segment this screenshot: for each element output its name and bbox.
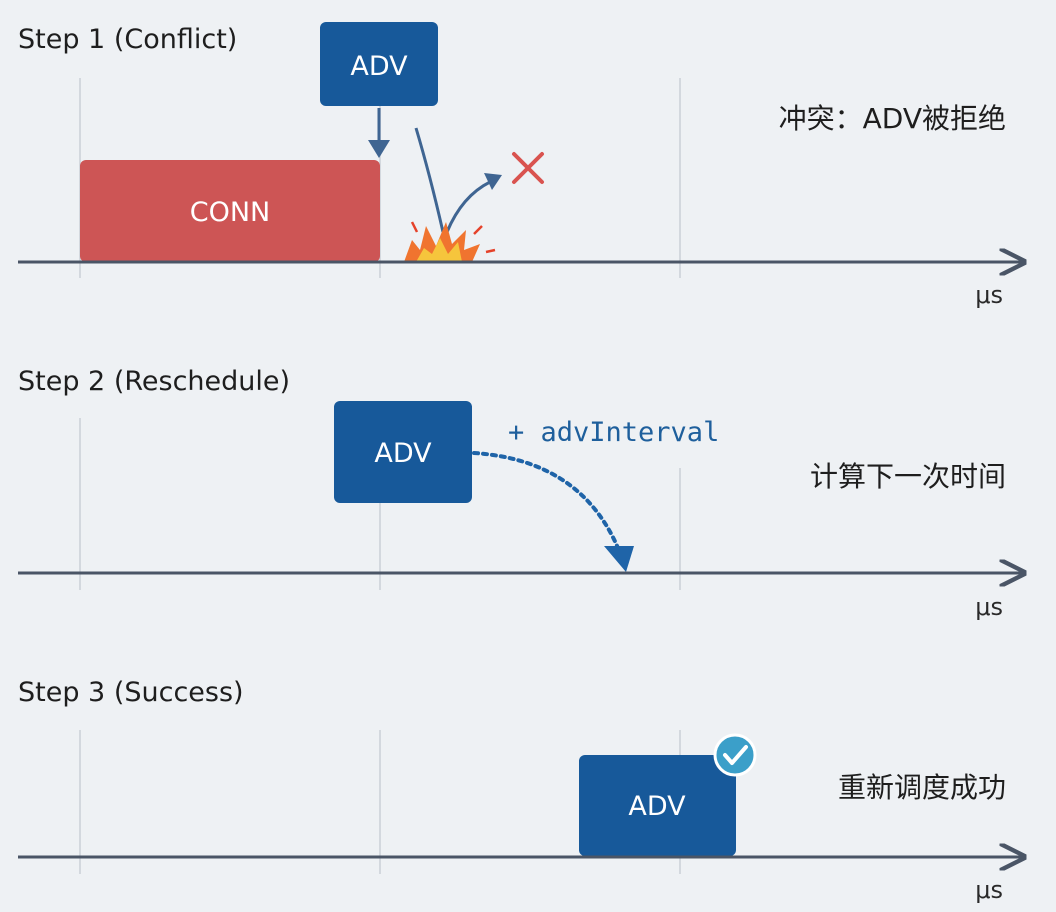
adv-label: ADV <box>350 51 408 82</box>
axis-unit: μs <box>975 876 1003 904</box>
step1-note: 冲突：ADV被拒绝 <box>779 102 1006 135</box>
adv-block <box>334 401 472 503</box>
step2-title: Step 2 (Reschedule) <box>18 366 290 397</box>
adv-label: ADV <box>628 791 686 822</box>
adv-block <box>320 22 438 106</box>
adv-block <box>579 755 736 856</box>
axis-unit: μs <box>975 281 1003 309</box>
step3-title: Step 3 (Success) <box>18 677 244 708</box>
explosion-icon <box>404 221 496 262</box>
down-arrow-icon <box>368 108 390 158</box>
check-badge-icon <box>713 733 757 777</box>
step1-panel: Step 1 (Conflict) CONN ADV <box>18 22 1024 309</box>
step3-note: 重新调度成功 <box>838 771 1006 804</box>
step2-note: 计算下一次时间 <box>810 460 1006 493</box>
step1-title: Step 1 (Conflict) <box>18 24 237 55</box>
reschedule-arrow-icon <box>472 451 634 572</box>
axis-unit: μs <box>975 593 1003 621</box>
interval-label: + advInterval <box>508 417 719 448</box>
adv-label: ADV <box>374 438 432 469</box>
conn-label: CONN <box>190 197 271 228</box>
conn-block <box>80 160 380 262</box>
step3-panel: Step 3 (Success) ADV 重新调度成功 μs <box>18 677 1024 904</box>
collision-arrow-icon <box>414 127 502 233</box>
step2-panel: Step 2 (Reschedule) ADV + advInterval 计算… <box>18 366 1024 621</box>
reject-cross-icon <box>512 152 544 184</box>
